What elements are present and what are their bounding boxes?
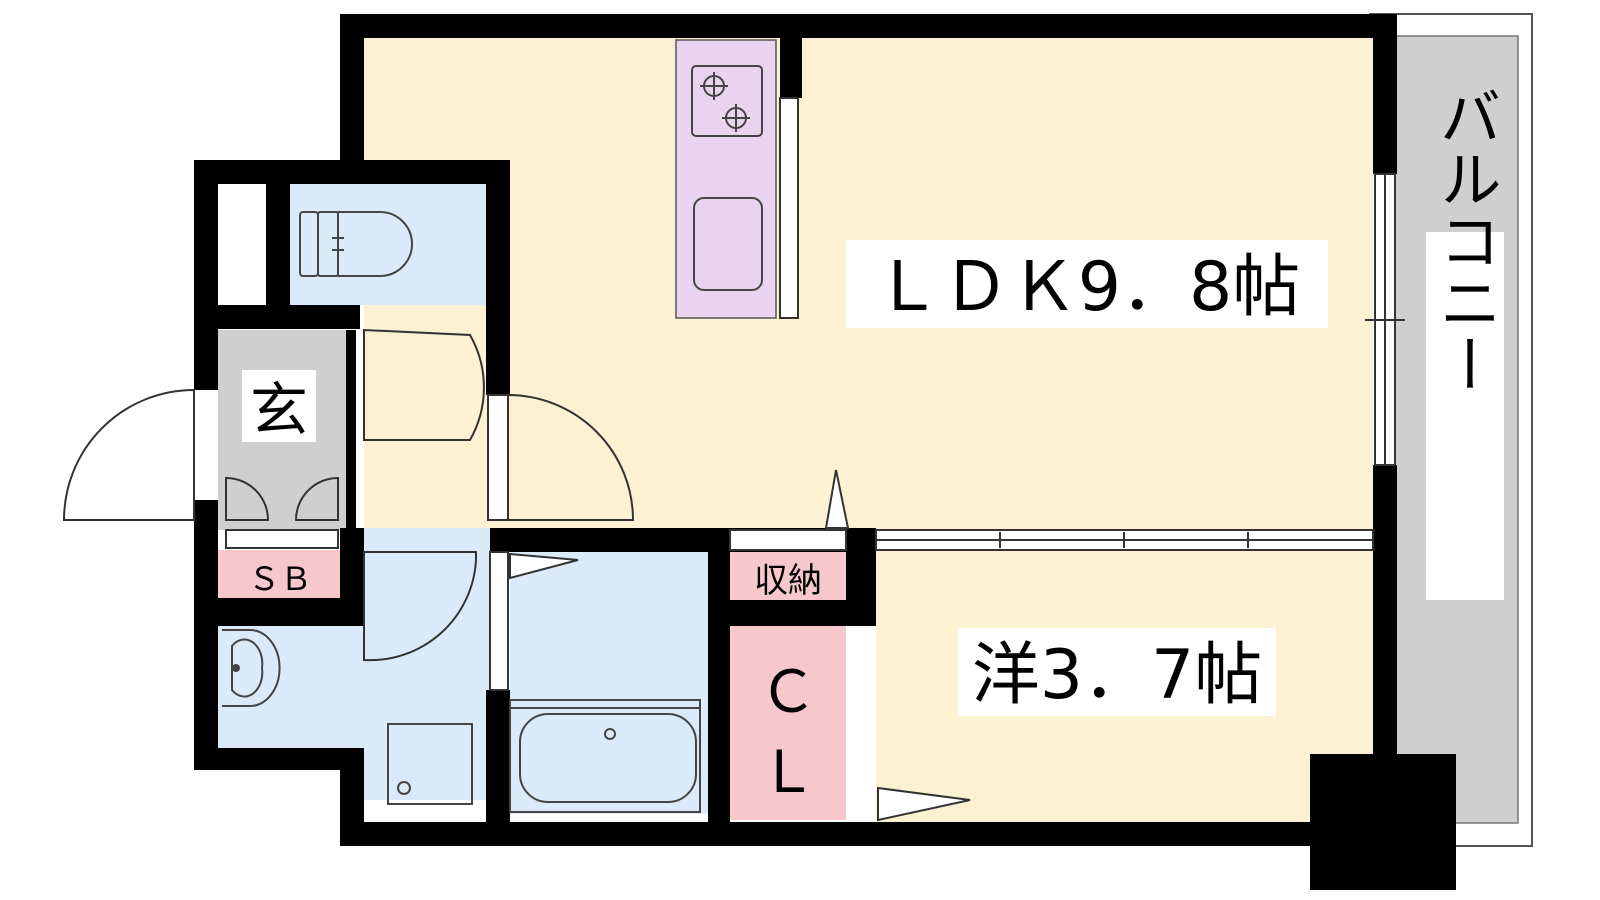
entrance-label: 玄 [250,376,308,444]
openings [225,97,1405,691]
kitchen-sink-icon [693,197,763,291]
balcony-label: バルコニー [1429,85,1502,395]
toilet-floor [290,182,486,305]
bathtub-icon [509,699,701,813]
stove-icon [691,65,763,137]
shoe-box-floor [218,550,342,598]
toilet-icon [299,211,413,277]
closet-label-top: Ｃ [759,658,817,726]
door-swings [62,328,971,822]
toilet-storage [218,182,266,305]
washbasin-icon [222,629,281,707]
western-room-label: 洋3．7帖 [972,636,1263,715]
shoe-box-label: ＳＢ [248,560,312,598]
closet-label-bottom: Ｌ [759,738,817,806]
ldk-label: ＬＤＫ9．8帖 [874,248,1301,327]
storage-label: 収納 [754,561,822,601]
labels: ＬＤＫ9．8帖 洋3．7帖 バルコニー 玄 ＳＢ 収納 Ｃ Ｌ [242,85,1504,806]
walls [194,14,1456,890]
storage-floor [730,552,846,600]
bathroom-floor [510,552,708,814]
fixtures [222,65,763,813]
closet-floor [730,626,846,820]
washer-pan-icon [387,723,473,805]
